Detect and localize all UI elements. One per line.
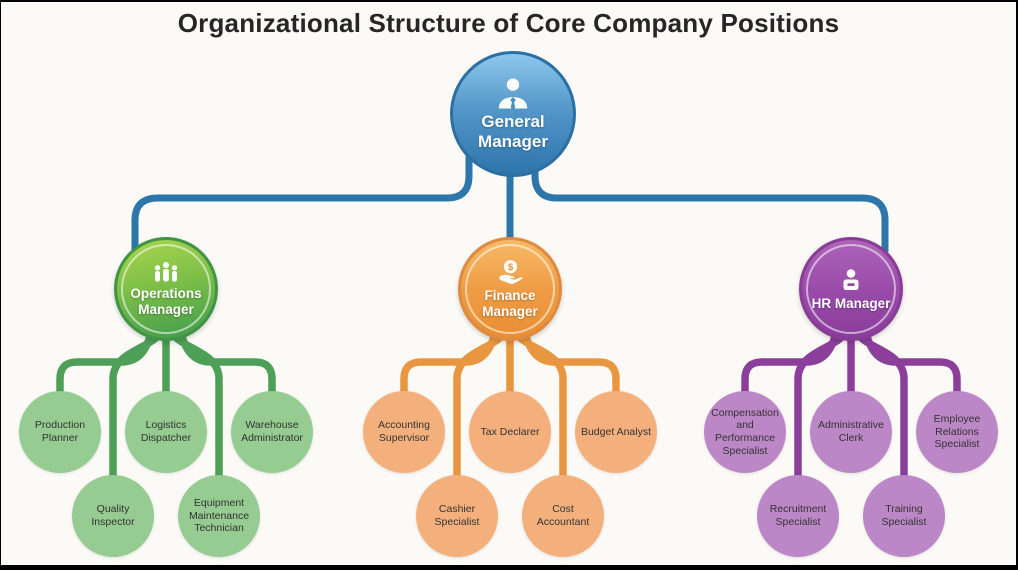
org-node-label: Employee Relations Specialist: [933, 413, 981, 451]
coin-hand-icon: $: [499, 260, 523, 285]
org-node-label: Recruitment Specialist: [769, 503, 827, 528]
org-node-label: Warehouse Administrator: [241, 419, 303, 444]
org-node-label: Cost Accountant: [536, 503, 590, 528]
org-node-label: Cashier Specialist: [434, 503, 480, 528]
org-node-label: Compensation and Performance Specialist: [711, 406, 779, 457]
org-node-label: General Manager: [478, 112, 548, 151]
org-node-label: Finance Manager: [482, 288, 538, 319]
org-node-operations-manager: Operations Manager: [114, 237, 218, 341]
businessman-icon: [498, 78, 528, 111]
org-node-label: Budget Analyst: [580, 425, 652, 438]
org-node-production-planner: Production Planner: [19, 391, 101, 473]
org-node-label: Tax Declarer: [480, 425, 540, 438]
org-node-label: Accounting Supervisor: [378, 419, 430, 444]
org-node-label: Logistics Dispatcher: [140, 419, 192, 444]
org-node-warehouse-administrator: Warehouse Administrator: [231, 391, 313, 473]
org-node-compensation-performance-specialist: Compensation and Performance Specialist: [704, 391, 786, 473]
org-node-tax-declarer: Tax Declarer: [469, 391, 551, 473]
org-node-label: Training Specialist: [881, 503, 927, 528]
page-title: Organizational Structure of Core Company…: [177, 8, 840, 38]
org-node-label: Production Planner: [34, 419, 86, 444]
person-badge-icon: [843, 269, 859, 291]
org-node-recruitment-specialist: Recruitment Specialist: [757, 475, 839, 557]
org-node-finance-manager: $ Finance Manager: [458, 237, 562, 341]
org-node-equipment-maintenance-technician: Equipment Maintenance Technician: [178, 475, 260, 557]
org-node-accounting-supervisor: Accounting Supervisor: [363, 391, 445, 473]
org-node-quality-inspector: Quality Inspector: [72, 475, 154, 557]
org-node-label: Administrative Clerk: [818, 419, 884, 444]
org-node-hr-manager: HR Manager: [799, 237, 903, 341]
team-icon: [154, 262, 178, 283]
org-node-training-specialist: Training Specialist: [863, 475, 945, 557]
org-node-cashier-specialist: Cashier Specialist: [416, 475, 498, 557]
org-node-label: HR Manager: [811, 296, 891, 312]
org-node-label: Quality Inspector: [91, 503, 135, 528]
org-node-budget-analyst: Budget Analyst: [575, 391, 657, 473]
org-node-employee-relations-specialist: Employee Relations Specialist: [916, 391, 998, 473]
org-node-general-manager: General Manager: [450, 51, 576, 177]
org-node-logistics-dispatcher: Logistics Dispatcher: [125, 391, 207, 473]
org-node-administrative-clerk: Administrative Clerk: [810, 391, 892, 473]
org-node-label: Equipment Maintenance Technician: [188, 497, 250, 535]
org-node-label: Operations Manager: [130, 286, 202, 317]
svg-text:$: $: [508, 263, 514, 274]
org-node-cost-accountant: Cost Accountant: [522, 475, 604, 557]
